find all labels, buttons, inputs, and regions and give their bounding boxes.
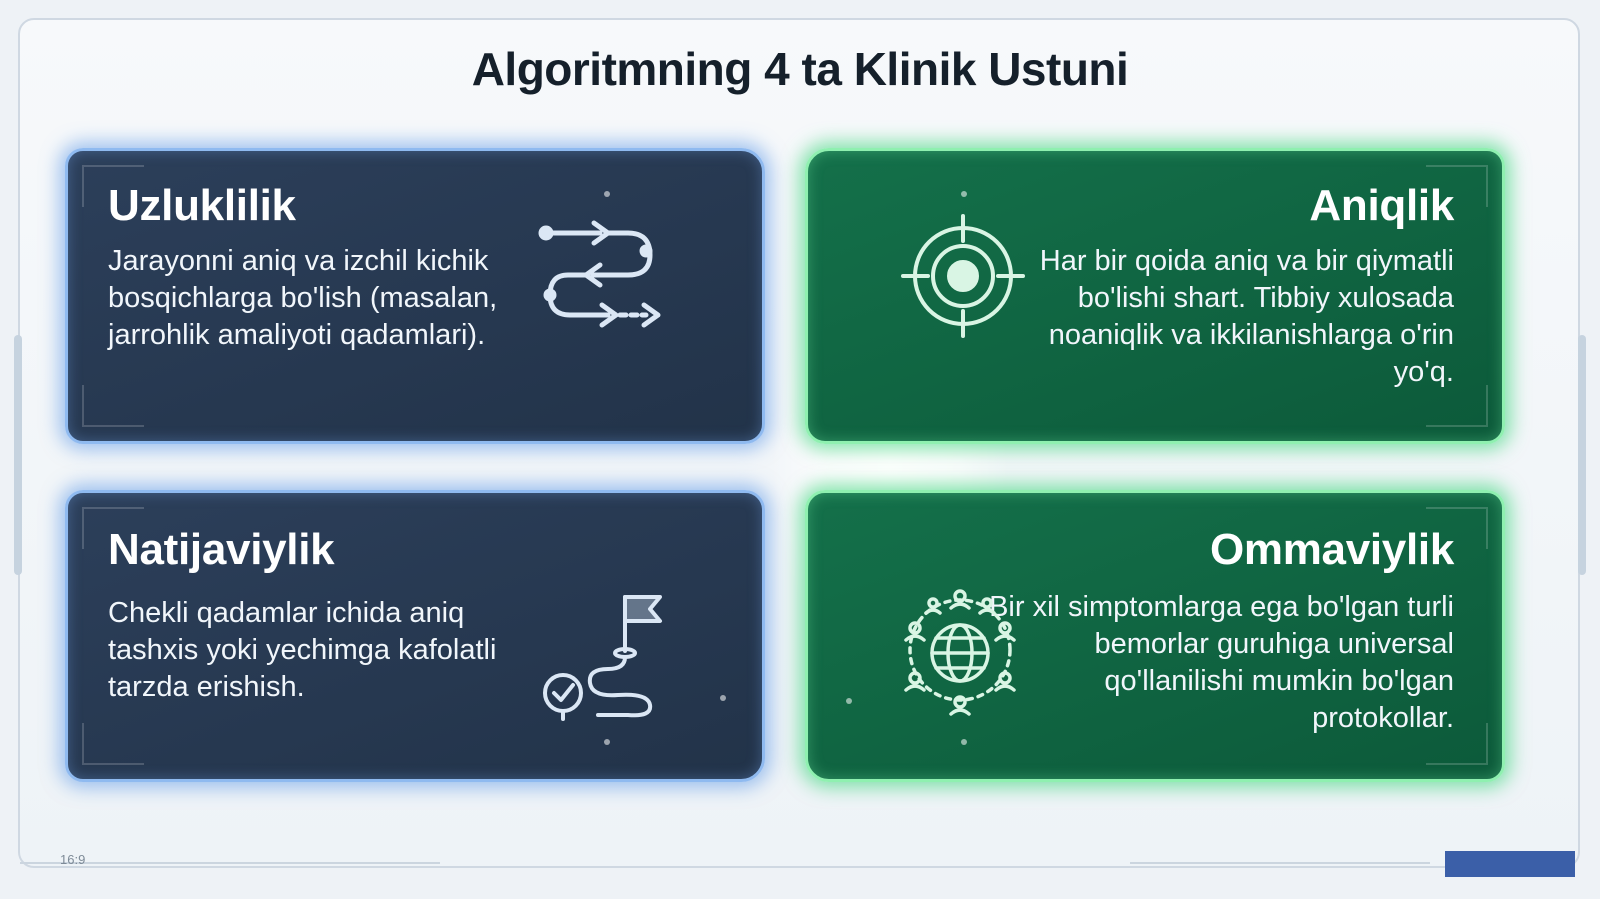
card-description: Chekli qadamlar ichida aniq tashxis yoki… xyxy=(108,597,497,703)
card-ommaviylik: Ommaviylik Bir xil simptomlarga ega bo'l… xyxy=(805,490,1505,782)
card-natijaviylik: Natijaviylik Chekli qadamlar ichida aniq… xyxy=(65,490,765,782)
steps-path-icon xyxy=(538,211,668,336)
globe-people-icon xyxy=(903,588,1018,718)
corner-accent-block xyxy=(1445,851,1575,877)
card-aniqlik: Aniqlik Har bir qoida aniq va bir qiymat… xyxy=(805,148,1505,444)
card-title: Ommaviylik xyxy=(1209,525,1454,574)
card-title: Uzluklilik xyxy=(108,181,296,230)
right-side-bar xyxy=(1578,335,1586,575)
footer-line-left xyxy=(20,862,440,864)
flag-goal-icon xyxy=(538,589,668,724)
left-side-bar xyxy=(14,335,22,575)
footer-line-right xyxy=(1130,862,1430,864)
card-title: Natijaviylik xyxy=(108,525,335,574)
card-uzluklilik: Uzluklilik Jarayonni aniq va izchil kich… xyxy=(65,148,765,444)
card-description: Jarayonni aniq va izchil kichik bosqichl… xyxy=(108,245,498,351)
footer-aspect-ratio: 16:9 xyxy=(60,852,86,867)
target-icon xyxy=(898,211,1028,341)
slide-title: Algoritmning 4 ta Klinik Ustuni xyxy=(471,43,1129,95)
card-title: Aniqlik xyxy=(1309,181,1454,230)
card-description: Har bir qoida aniq va bir qiymatli bo'li… xyxy=(1039,245,1454,388)
card-description: Bir xil simptomlarga ega bo'lgan turli b… xyxy=(989,591,1454,734)
